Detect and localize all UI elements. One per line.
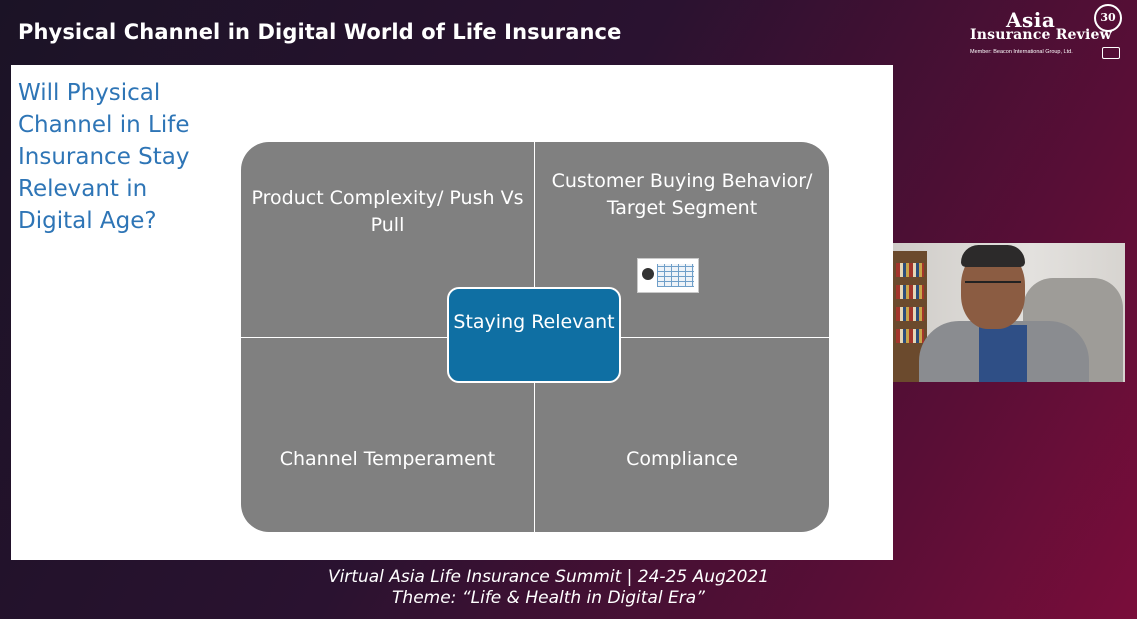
quadrant-customer-buying-behavior: Customer Buying Behavior/ Target Segment [551, 170, 813, 219]
quadrant-channel-temperament: Channel Temperament [279, 448, 496, 470]
speaker-video-feed [893, 243, 1125, 382]
asia-insurance-review-logo: Asia Insurance Review 30 Member: Beacon … [968, 4, 1123, 63]
speaker-glasses [965, 281, 1021, 293]
slide-question: Will Physical Channel in Life Insurance … [18, 80, 190, 234]
logo-line1: Asia [1006, 8, 1056, 32]
embedded-thumbnail-image [637, 258, 699, 293]
speaker-shirt [979, 325, 1027, 382]
quadrant-compliance: Compliance [626, 448, 738, 470]
quadrant-matrix: Product Complexity/ Push Vs Pull Custome… [241, 142, 829, 532]
logo-line2: Insurance Review [970, 27, 1112, 43]
event-theme: Theme: “Life & Health in Digital Era” [392, 588, 705, 608]
anniversary-badge: 30 [1094, 4, 1122, 32]
center-staying-relevant: Staying Relevant [447, 287, 621, 383]
event-name: Virtual Asia Life Insurance Summit | 24-… [327, 567, 770, 587]
speaker-hair [961, 245, 1025, 267]
partner-logo-icon [1102, 47, 1120, 59]
slide-content: Will Physical Channel in Life Insurance … [11, 65, 893, 560]
presentation-title: Physical Channel in Digital World of Lif… [18, 20, 622, 44]
thumbnail-table-graphic [657, 264, 694, 287]
logo-member-text: Member: Beacon International Group, Ltd. [970, 49, 1073, 55]
thumbnail-logo-icon [642, 268, 654, 280]
quadrant-product-complexity: Product Complexity/ Push Vs Pull [251, 187, 524, 236]
